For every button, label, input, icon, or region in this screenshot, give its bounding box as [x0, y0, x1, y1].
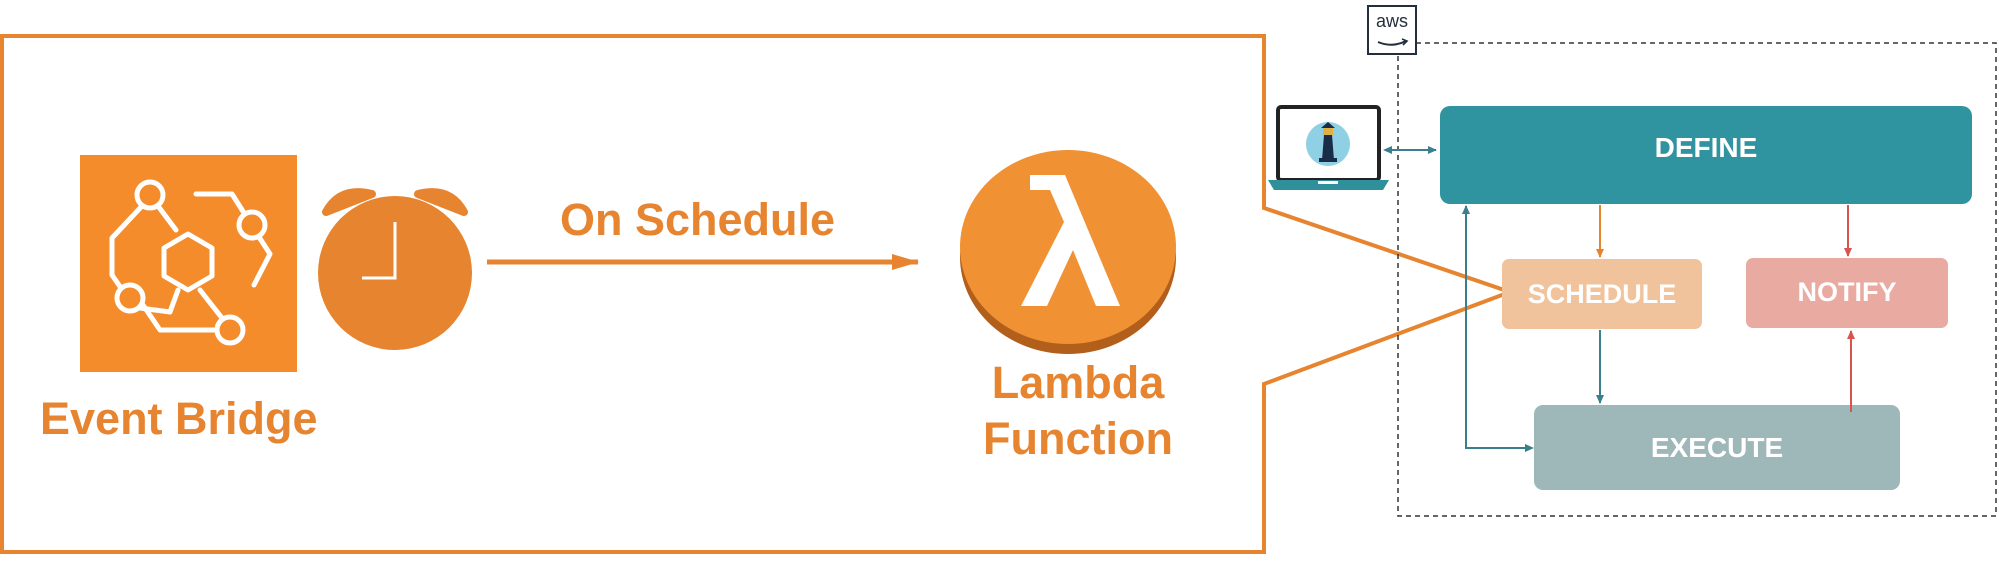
zoom-callout-frame	[0, 34, 1516, 554]
event-bridge-label: Event Bridge	[40, 393, 318, 444]
laptop-lighthouse-icon	[1268, 105, 1389, 190]
eventbridge-icon	[80, 155, 297, 372]
schedule-label: SCHEDULE	[1527, 279, 1677, 309]
alarm-clock-icon	[318, 188, 472, 350]
aws-boundary	[1397, 42, 1997, 517]
execute-box	[1534, 405, 1900, 490]
notify-box	[1746, 258, 1948, 328]
lambda-label-line1: Lambda	[991, 357, 1165, 408]
aws-badge-label: aws	[1375, 11, 1408, 31]
define-label: DEFINE	[1654, 132, 1758, 163]
define-box	[1440, 106, 1972, 204]
define-execute-loop-arrow	[1462, 205, 1534, 452]
execute-label: EXECUTE	[1650, 432, 1784, 463]
notify-label: NOTIFY	[1797, 277, 1897, 307]
lambda-icon	[960, 150, 1176, 354]
aws-logo-icon	[1367, 5, 1417, 55]
on-schedule-label: On Schedule	[560, 194, 836, 245]
schedule-box	[1502, 259, 1702, 329]
lambda-label-line2: Function	[983, 413, 1173, 464]
